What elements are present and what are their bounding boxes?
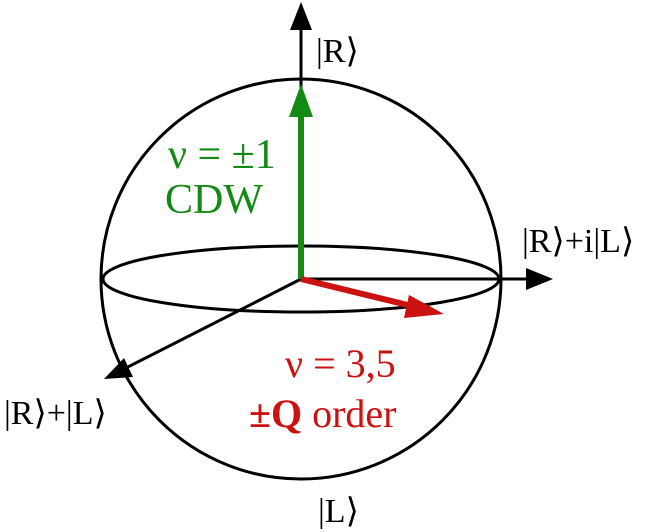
- right-axis-label: |R⟩+i|L⟩: [522, 223, 634, 260]
- red-vector-label-order-text: order: [302, 391, 396, 436]
- top-axis-label: |R⟩: [316, 33, 359, 70]
- red-vector-label-order: ±Q order: [249, 391, 396, 436]
- green-vector-label-cdw: CDW: [165, 177, 263, 223]
- green-vector-label-nu: ν = ±1: [168, 132, 276, 178]
- vertical-axis-arrowhead: [290, 2, 312, 30]
- red-vector-label-q: ±Q: [249, 391, 302, 436]
- diagonal-axis: [121, 277, 302, 372]
- red-vector-arrowhead: [404, 295, 444, 318]
- left-axis-label: |R⟩+|L⟩: [4, 395, 107, 432]
- diagonal-axis-arrowhead: [104, 358, 133, 379]
- bottom-axis-label: |L⟩: [318, 493, 359, 530]
- green-vector-arrowhead: [289, 84, 313, 117]
- red-vector-label-nu: ν = 3,5: [285, 341, 396, 386]
- red-vector: [300, 276, 421, 311]
- horizontal-axis-arrowhead: [526, 268, 553, 290]
